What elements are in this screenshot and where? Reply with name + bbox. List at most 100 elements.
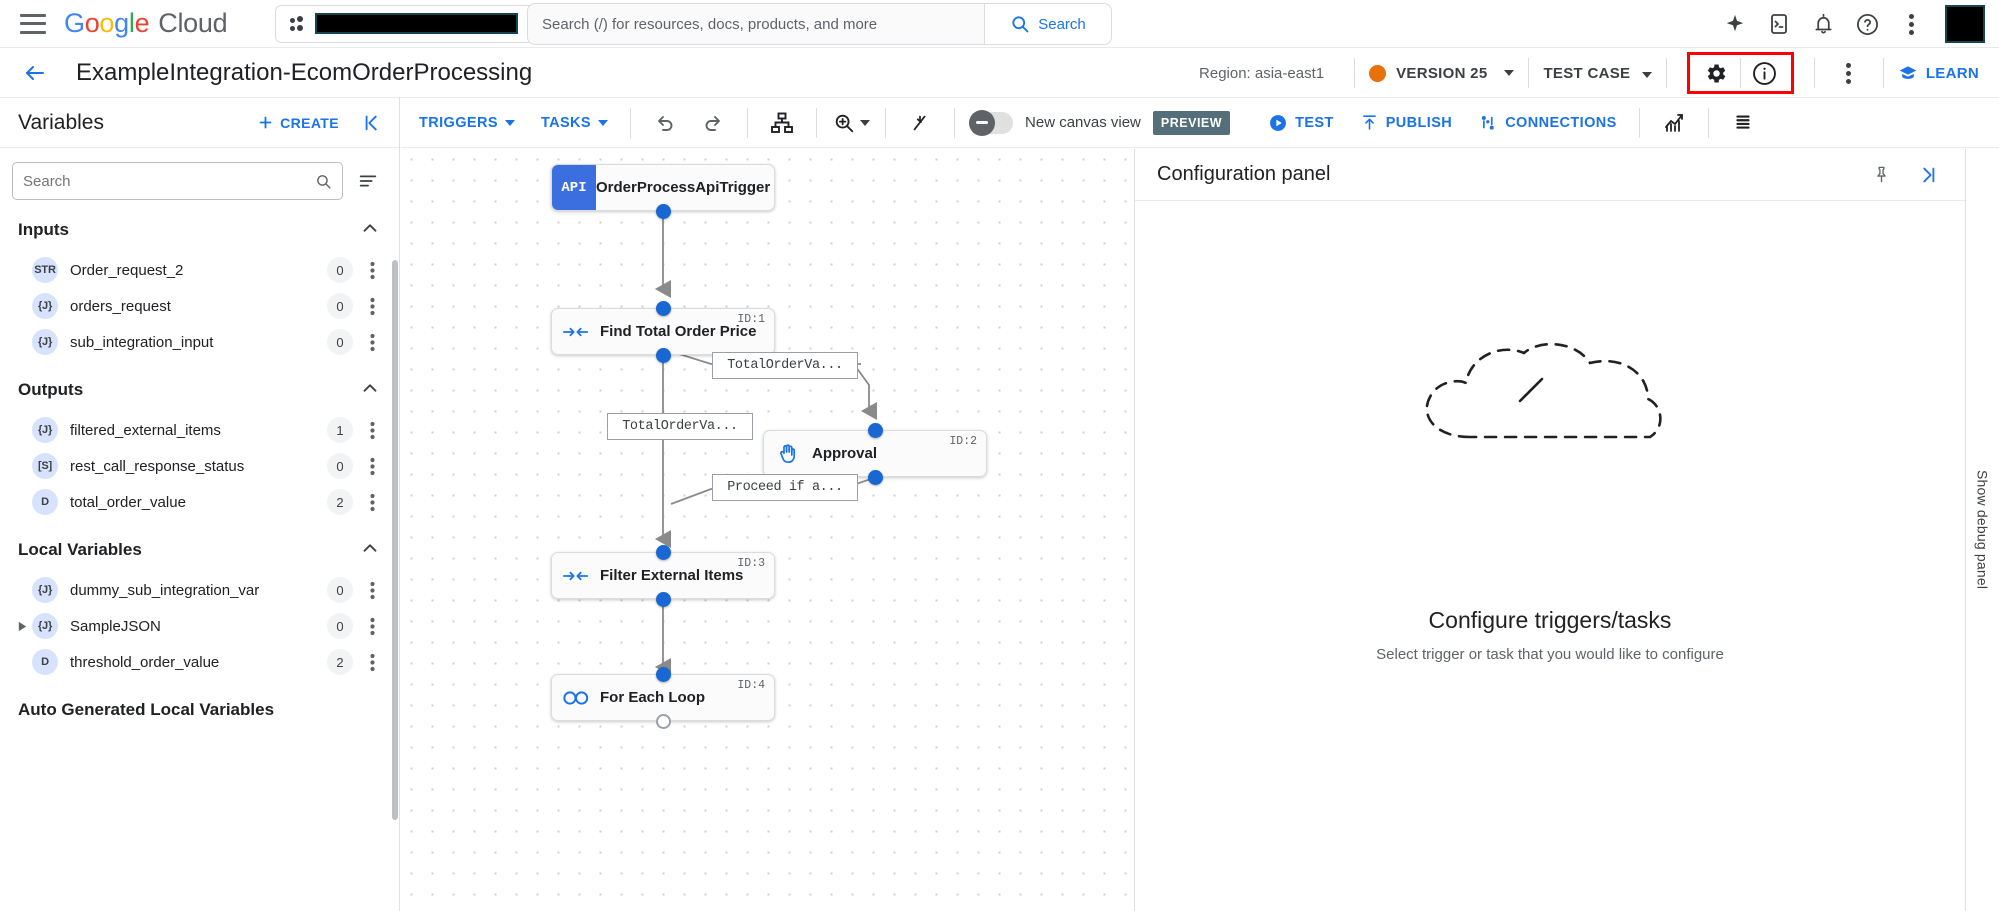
variable-more-icon[interactable]: [359, 257, 385, 283]
preview-badge: PREVIEW: [1152, 110, 1231, 135]
connections-icon: [1482, 115, 1494, 130]
node-output-port[interactable]: [656, 714, 671, 729]
variable-more-icon[interactable]: [359, 453, 385, 479]
show-debug-panel-label[interactable]: Show debug panel: [1974, 470, 1991, 590]
panel-scrollbar[interactable]: [392, 260, 398, 820]
logs-list-icon[interactable]: [1723, 103, 1763, 143]
node-output-port[interactable]: [868, 470, 883, 485]
edge-label[interactable]: TotalOrderVa...: [712, 352, 858, 379]
search-input[interactable]: [528, 4, 984, 44]
cloud-shell-icon[interactable]: [1759, 4, 1799, 44]
notifications-bell-icon[interactable]: [1803, 4, 1843, 44]
publish-button[interactable]: PUBLISH: [1360, 113, 1452, 132]
hamburger-menu-icon[interactable]: [20, 13, 46, 34]
magic-wand-icon[interactable]: [900, 103, 940, 143]
divider: [1638, 107, 1640, 138]
api-trigger-icon: API: [552, 165, 596, 210]
node-output-port[interactable]: [656, 204, 671, 219]
analytics-chart-icon[interactable]: [1654, 103, 1694, 143]
node-input-port[interactable]: [868, 423, 883, 438]
variable-more-icon[interactable]: [359, 489, 385, 515]
variables-section-header[interactable]: Outputs: [0, 368, 399, 412]
triggers-menu[interactable]: TRIGGERS: [419, 115, 515, 131]
node-output-port[interactable]: [656, 592, 671, 607]
edge-label[interactable]: TotalOrderVa...: [607, 413, 753, 440]
redo-icon[interactable]: [693, 103, 733, 143]
variables-title: Variables: [18, 110, 104, 134]
variables-section-header[interactable]: Inputs: [0, 208, 399, 252]
variable-more-icon[interactable]: [359, 613, 385, 639]
top-bar-icons: [1715, 0, 1991, 48]
variable-more-icon[interactable]: [359, 417, 385, 443]
variable-expand-icon[interactable]: [12, 621, 32, 632]
section-collapse-chevron-icon[interactable]: [359, 377, 381, 404]
info-circle-icon[interactable]: [1743, 53, 1787, 93]
variable-more-icon[interactable]: [359, 329, 385, 355]
variables-section-header[interactable]: Auto Generated Local Variables: [0, 688, 399, 732]
edge-label[interactable]: Proceed if a...: [712, 474, 858, 501]
config-panel-actions: [1863, 157, 1945, 193]
test-button[interactable]: TEST: [1268, 113, 1334, 133]
tasks-menu[interactable]: TASKS: [540, 114, 609, 131]
test-case-label: TEST CASE: [1543, 64, 1631, 82]
gemini-spark-icon[interactable]: [1715, 4, 1755, 44]
node-input-port[interactable]: [656, 667, 671, 682]
gear-icon[interactable]: [1694, 53, 1738, 93]
project-picker[interactable]: [275, 4, 569, 43]
show-debug-panel-strip[interactable]: Show debug panel: [1965, 149, 1999, 911]
more-vert-icon[interactable]: [1891, 4, 1931, 44]
create-variable-button[interactable]: CREATE: [257, 114, 339, 131]
version-selector[interactable]: VERSION 25: [1369, 64, 1515, 82]
variables-section-header[interactable]: Local Variables: [0, 528, 399, 572]
test-case-selector[interactable]: TEST CASE: [1543, 64, 1652, 82]
more-vert-icon[interactable]: [1829, 53, 1869, 93]
help-question-icon[interactable]: [1847, 4, 1887, 44]
section-title: Outputs: [18, 380, 84, 399]
node-input-port[interactable]: [656, 545, 671, 560]
tasks-label: TASKS: [540, 114, 592, 131]
connections-button[interactable]: CONNECTIONS: [1478, 113, 1617, 133]
learn-button[interactable]: LEARN: [1898, 63, 1979, 83]
configuration-panel: Configuration panel Configure triggers/t…: [1134, 149, 1965, 911]
node-input-port[interactable]: [656, 301, 671, 316]
undo-icon[interactable]: [645, 103, 685, 143]
zoom-icon[interactable]: [831, 103, 871, 143]
global-search[interactable]: Search: [527, 3, 1112, 45]
variable-more-icon[interactable]: [359, 649, 385, 675]
sort-icon[interactable]: [349, 162, 387, 200]
divider: [1665, 58, 1667, 88]
canvas-toolbar: TRIGGERS TASKS: [401, 98, 1999, 148]
auto-layout-icon[interactable]: [762, 103, 802, 143]
variable-more-icon[interactable]: [359, 577, 385, 603]
variable-count: 0: [327, 577, 353, 603]
back-arrow-icon[interactable]: [18, 56, 52, 90]
expand-panel-icon[interactable]: [1909, 157, 1945, 193]
collapse-panel-icon[interactable]: [353, 103, 393, 143]
section-title: Local Variables: [18, 540, 142, 559]
pin-icon[interactable]: [1863, 157, 1899, 193]
variable-more-icon[interactable]: [359, 293, 385, 319]
search-button[interactable]: Search: [984, 4, 1111, 44]
node-output-port[interactable]: [656, 348, 671, 363]
section-collapse-chevron-icon[interactable]: [359, 537, 381, 564]
variable-type-badge: {J}: [32, 577, 58, 603]
new-canvas-view-toggle[interactable]: [969, 109, 1014, 136]
search-input[interactable]: [23, 172, 315, 190]
search-variables-field[interactable]: [12, 162, 343, 200]
user-avatar[interactable]: [1945, 5, 1985, 43]
section-collapse-chevron-icon[interactable]: [359, 217, 381, 244]
